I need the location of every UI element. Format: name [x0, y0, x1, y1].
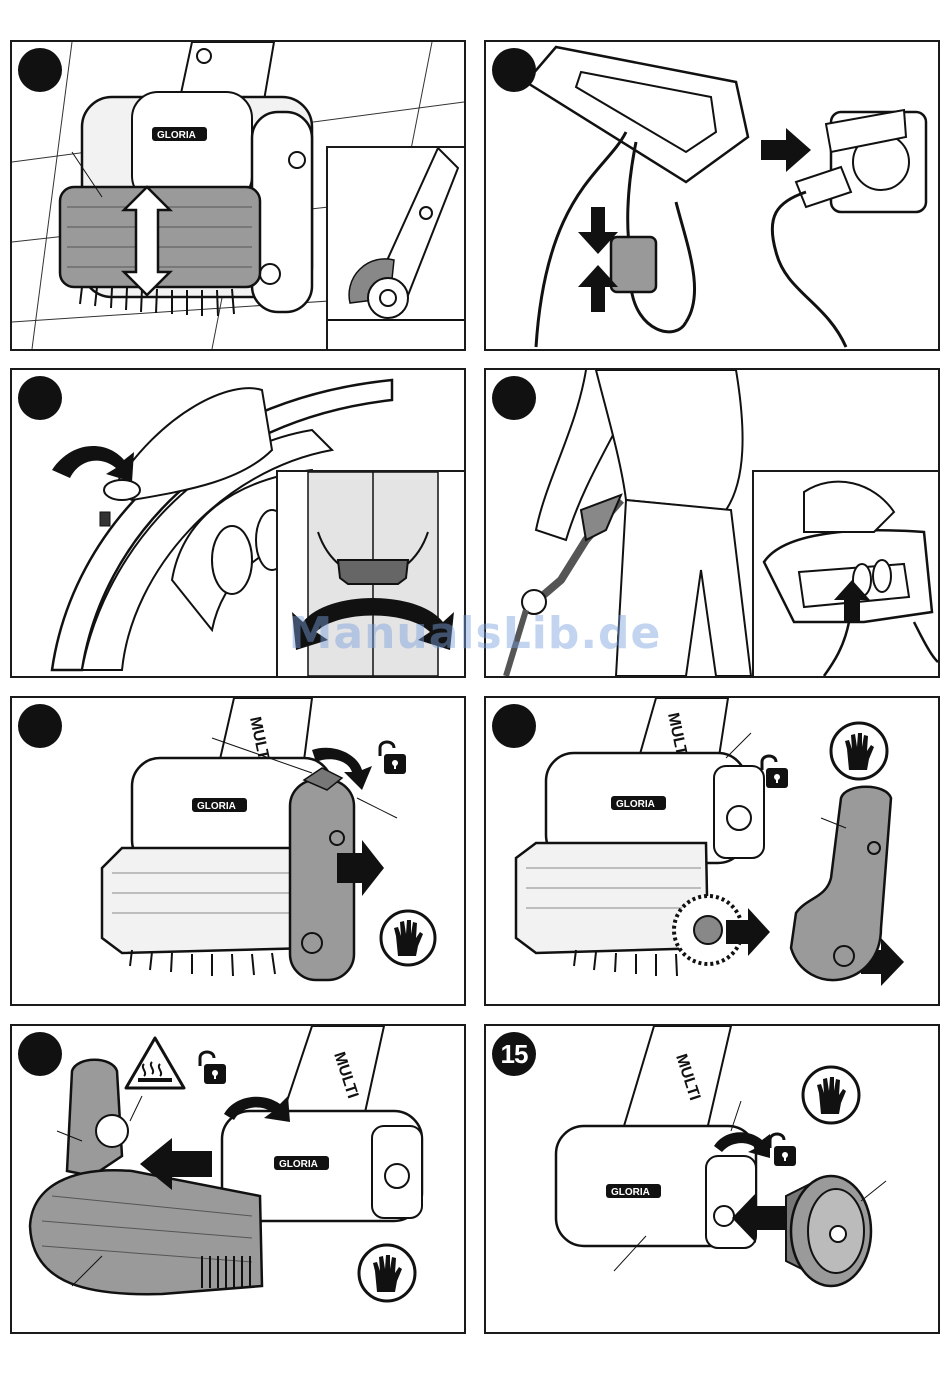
panel-2	[484, 40, 940, 351]
step-badge-5	[18, 704, 62, 748]
step-badge-4	[492, 376, 536, 420]
panel-3	[10, 368, 466, 678]
panel-2-illustration	[486, 42, 938, 349]
panel-1: GLORIA	[10, 40, 466, 351]
glove-icon	[828, 720, 890, 782]
panel-8-illustration: MULTI GLORIA	[486, 1026, 938, 1332]
step-badge-3	[18, 376, 62, 420]
unlock-icon	[762, 1130, 802, 1170]
glove-icon	[378, 908, 438, 968]
hot-surface-warning-icon	[122, 1034, 188, 1094]
brand-label: GLORIA	[279, 1159, 318, 1170]
glove-icon	[800, 1064, 862, 1126]
brand-label: GLORIA	[197, 801, 236, 812]
unlock-icon	[754, 752, 794, 792]
panel-8: MULTI GLORIA 15	[484, 1024, 940, 1334]
brand-label: GLORIA	[611, 1187, 650, 1198]
step-badge-15: 15	[492, 1032, 536, 1076]
step-badge-1	[18, 48, 62, 92]
panel-4	[484, 368, 940, 678]
unlock-icon	[372, 738, 412, 778]
panel-4-inset	[752, 470, 940, 678]
panel-5: MULTI GLORIA	[10, 696, 466, 1006]
panel-6: MULTI GLORIA	[484, 696, 940, 1006]
brand-label: GLORIA	[157, 130, 196, 141]
brand-label: GLORIA	[616, 799, 655, 810]
panel-7: MULTI GLORIA	[10, 1024, 466, 1334]
step-badge-7	[18, 1032, 62, 1076]
panel-3-inset	[276, 470, 466, 678]
step-badge-6	[492, 704, 536, 748]
unlock-icon	[192, 1048, 232, 1088]
panel-1-inset	[326, 146, 466, 351]
step-badge-2	[492, 48, 536, 92]
glove-icon	[356, 1242, 418, 1304]
